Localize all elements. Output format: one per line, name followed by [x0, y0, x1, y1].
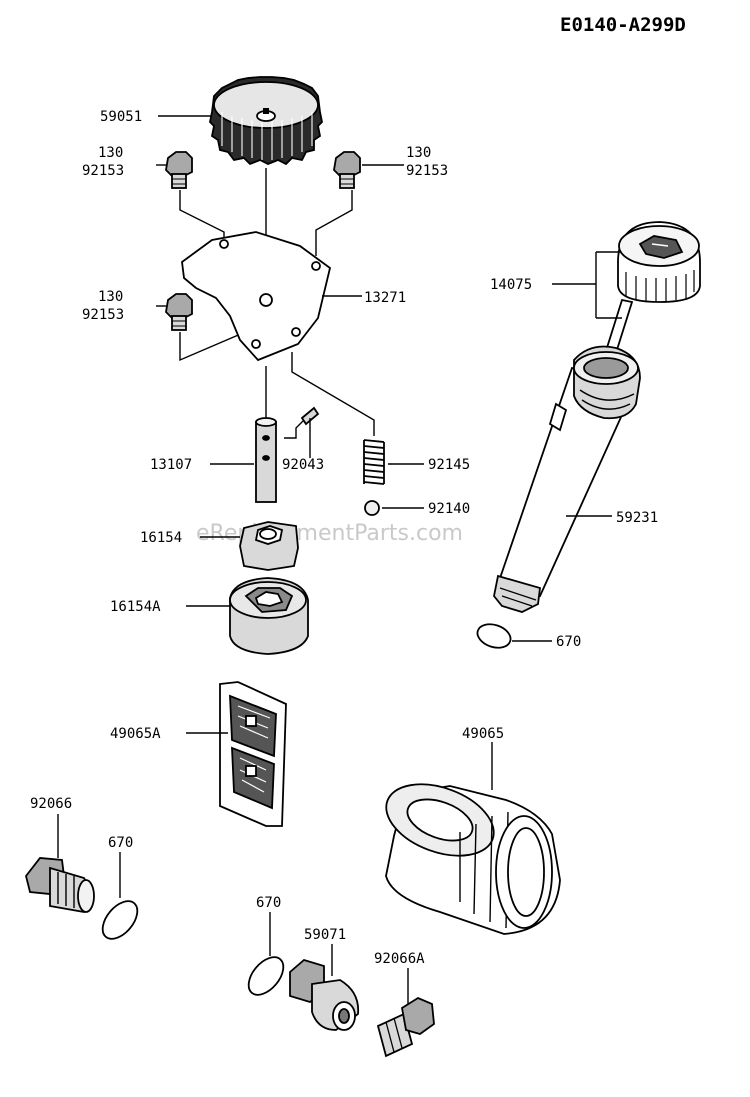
label-bolt-tr-qty: 130 [406, 145, 431, 161]
label-filter: 49065 [462, 726, 504, 742]
label-dipstick: 14075 [490, 277, 532, 293]
o-ring-drain[interactable] [96, 895, 144, 945]
label-drain-plug: 92066 [30, 796, 72, 812]
oil-screen[interactable] [219, 681, 287, 827]
label-bolt-tl-part: 92153 [82, 163, 124, 179]
relief-spring[interactable] [363, 439, 385, 485]
label-bolt-ml-part: 92153 [82, 307, 124, 323]
small-plug[interactable] [376, 996, 435, 1058]
pin[interactable] [300, 406, 320, 426]
bolt-top-left[interactable] [165, 151, 193, 189]
label-tube: 59231 [616, 510, 658, 526]
label-fitting: 59071 [304, 927, 346, 943]
label-rotor-outer: 16154A [110, 599, 161, 615]
diagram-code: E0140-A299D [560, 14, 686, 36]
label-ball: 92140 [428, 501, 470, 517]
oil-filler-tube[interactable] [493, 345, 641, 613]
o-ring-fitting[interactable] [242, 951, 290, 1001]
oil-filter-fitting[interactable] [289, 958, 360, 1031]
label-pin: 92043 [282, 457, 324, 473]
label-rotor-inner: 16154 [140, 530, 182, 546]
label-bolt-tr-part: 92153 [406, 163, 448, 179]
outer-rotor[interactable] [229, 577, 309, 655]
drain-plug[interactable] [25, 857, 95, 913]
bolt-top-right[interactable] [333, 151, 361, 189]
o-ring-tube[interactable] [474, 620, 513, 651]
pump-cover-plate[interactable] [181, 231, 332, 362]
bolt-mid-left[interactable] [165, 293, 193, 331]
pump-shaft[interactable] [255, 417, 277, 503]
relief-ball[interactable] [364, 500, 380, 516]
label-shaft: 13107 [150, 457, 192, 473]
label-screen: 49065A [110, 726, 161, 742]
label-cover: 13271 [364, 290, 406, 306]
label-bolt-ml-qty: 130 [98, 289, 123, 305]
label-bolt-tl-qty: 130 [98, 145, 123, 161]
watermark: eReplacementParts.com [196, 521, 463, 546]
inner-rotor[interactable] [239, 521, 299, 571]
oil-pump-gear[interactable] [209, 76, 323, 166]
label-plug-small: 92066A [374, 951, 425, 967]
label-oring-fitting: 670 [256, 895, 281, 911]
label-oring-tube: 670 [556, 634, 581, 650]
label-gear: 59051 [100, 109, 142, 125]
label-spring: 92145 [428, 457, 470, 473]
oil-filter[interactable] [376, 771, 561, 935]
dipstick-cap[interactable] [617, 221, 701, 303]
label-oring-plug: 670 [108, 835, 133, 851]
